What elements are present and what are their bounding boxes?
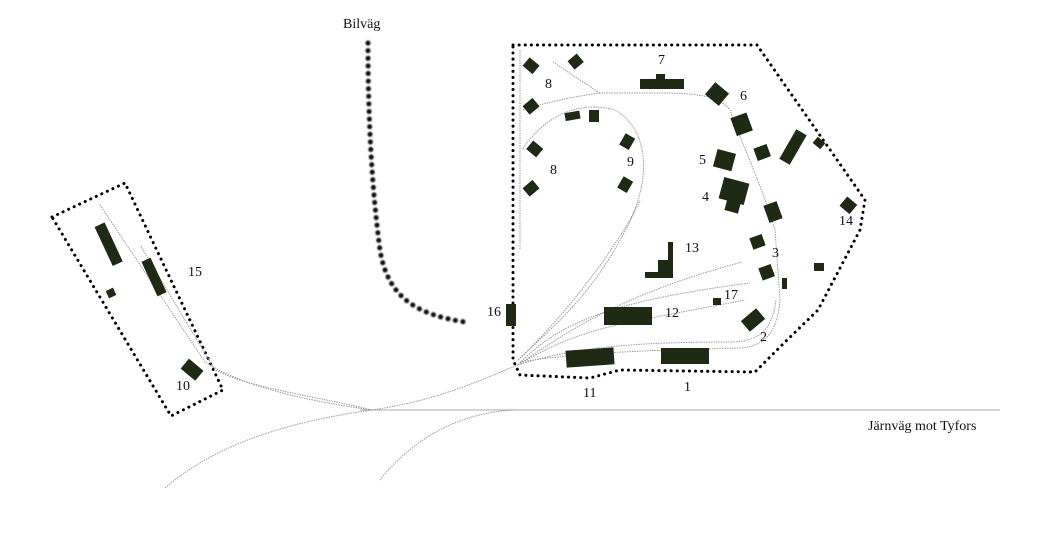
area-15-boundary: [49, 181, 225, 418]
label-13: 13: [685, 241, 699, 256]
label-8a: 8: [545, 77, 552, 92]
building-7: [640, 74, 684, 89]
building-6b: [730, 112, 753, 137]
label-12: 12: [665, 306, 679, 321]
road-dotted-line: [365, 40, 468, 325]
label-15: 15: [188, 265, 202, 280]
building-5: [712, 148, 736, 172]
track-network: [99, 50, 1000, 489]
building-6c: [779, 129, 807, 165]
buildings: [94, 53, 858, 381]
label-5: 5: [699, 153, 706, 168]
building-4b: [724, 196, 742, 214]
building-3b: [758, 263, 775, 281]
building-6a: [704, 82, 730, 106]
building-8a: [522, 57, 540, 75]
building-15b: [141, 257, 167, 297]
building-9c: [619, 133, 636, 151]
label-8b: 8: [550, 163, 557, 178]
building-16: [506, 304, 516, 326]
building-17: [713, 298, 721, 305]
building-8d: [526, 140, 544, 158]
label-11: 11: [583, 386, 596, 401]
building-9d: [617, 176, 634, 194]
building-15a: [94, 222, 123, 267]
map-labels: Bilväg Järnväg mot Tyfors 1 2 3 4 5 6 7 …: [176, 17, 976, 434]
label-10: 10: [176, 379, 190, 394]
building-4c: [763, 201, 783, 223]
building-11: [565, 347, 615, 368]
building-12: [604, 307, 652, 325]
building-3d: [814, 263, 824, 271]
building-10: [180, 358, 204, 381]
building-3a: [749, 233, 766, 250]
label-1: 1: [684, 380, 691, 395]
railway-label: Järnväg mot Tyfors: [868, 419, 976, 434]
label-14: 14: [839, 214, 853, 229]
main-area-boundary: [511, 43, 867, 380]
label-9: 9: [627, 155, 634, 170]
building-15c: [105, 287, 117, 299]
road-label: Bilväg: [343, 17, 380, 32]
building-8c: [522, 97, 540, 115]
building-6d: [812, 136, 826, 150]
label-17: 17: [724, 288, 738, 303]
label-4: 4: [702, 190, 709, 205]
building-3c: [782, 278, 787, 289]
building-14: [839, 196, 858, 215]
building-9b: [589, 110, 599, 122]
building-2: [740, 308, 766, 332]
label-3: 3: [772, 246, 779, 261]
label-7: 7: [658, 53, 665, 68]
building-1: [661, 348, 709, 364]
building-5b: [753, 143, 771, 161]
building-8b: [567, 53, 584, 70]
building-9a: [564, 110, 581, 122]
label-6: 6: [740, 89, 747, 104]
building-8e: [522, 179, 540, 197]
building-4a: [718, 177, 750, 205]
building-13: [645, 242, 673, 278]
label-16: 16: [487, 305, 501, 320]
label-2: 2: [760, 330, 767, 345]
